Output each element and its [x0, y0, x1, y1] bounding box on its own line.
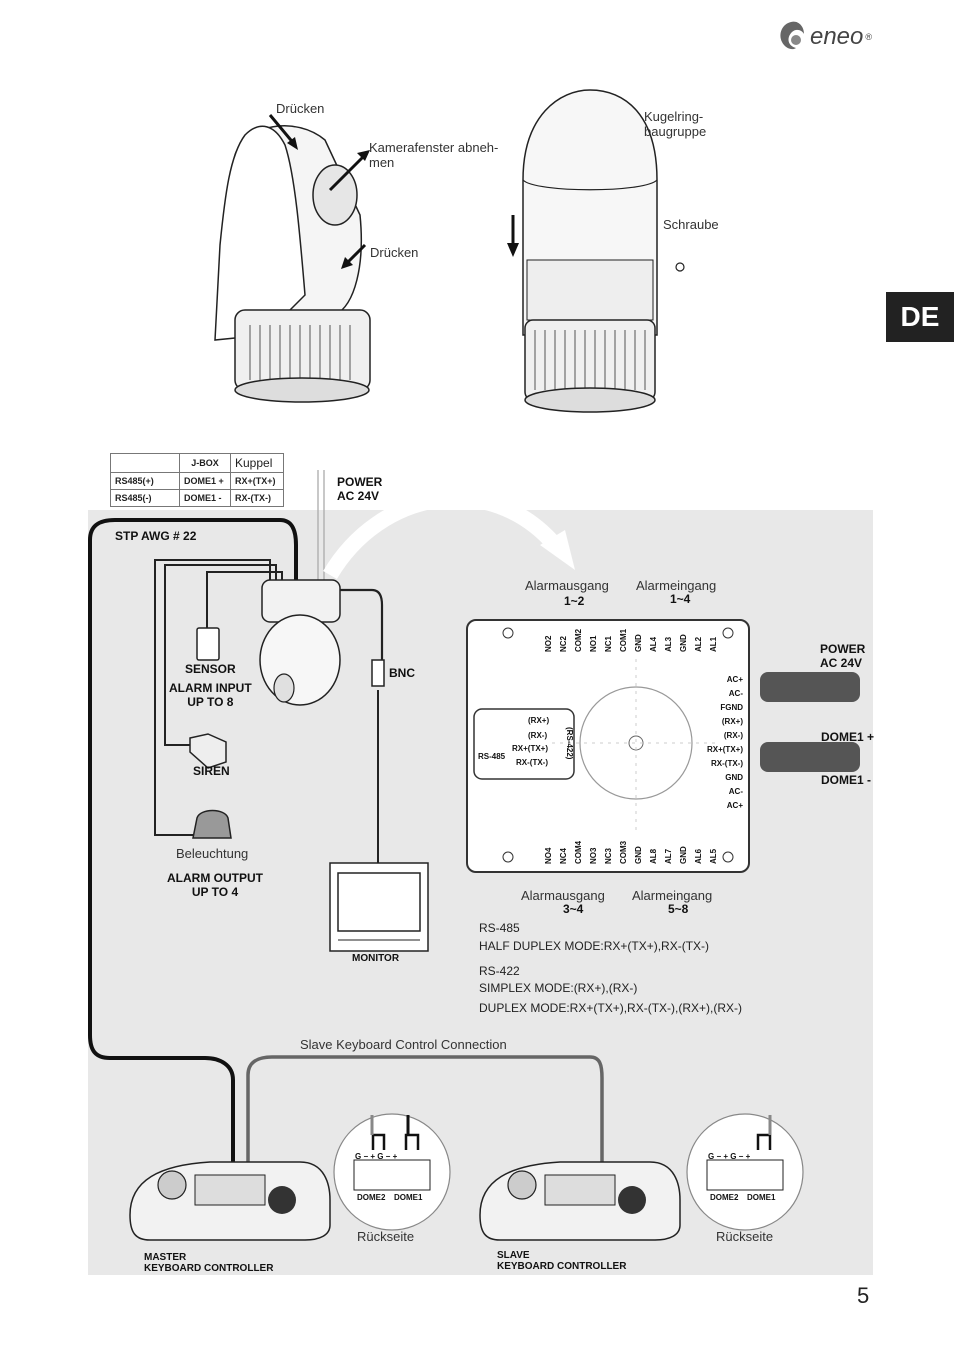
note-rs485-title: RS-485 — [479, 921, 520, 935]
label-slave-keyboard: SLAVE KEYBOARD CONTROLLER — [497, 1250, 627, 1272]
brand-trademark: ® — [865, 32, 872, 42]
rs-box-rs422: (RS-422) — [565, 727, 574, 760]
pin-label: AL4 — [649, 636, 658, 652]
label-alarm-in-bottom-range: 5~8 — [668, 902, 689, 916]
label-alarm-in-top-range: 1~4 — [670, 592, 691, 606]
table-row: RS485(-) DOME1 - RX-(TX-) — [110, 489, 284, 507]
brand-name: eneo — [809, 23, 864, 50]
pin-label: AC+ — [726, 675, 743, 684]
note-rs422-simplex: SIMPLEX MODE:(RX+),(RX-) — [479, 981, 638, 995]
label-slave-connection: Slave Keyboard Control Connection — [300, 1037, 507, 1052]
eneo-logo-icon — [780, 21, 804, 50]
label-power-panel: POWER AC 24V — [820, 642, 866, 670]
pin-label: NC4 — [559, 847, 568, 864]
label-master-keyboard: MASTER KEYBOARD CONTROLLER — [144, 1252, 274, 1274]
rear-left-dome2: DOME2 — [357, 1193, 386, 1202]
label-screw: Schraube — [663, 217, 719, 232]
pin-label: AL7 — [664, 848, 673, 864]
pin-label: NO4 — [544, 847, 553, 864]
pin-label: AC- — [728, 689, 743, 698]
label-monitor: MONITOR — [352, 953, 400, 964]
table-cell: RX-(TX-) — [230, 489, 284, 507]
label-alarm-out-top-range: 1~2 — [564, 594, 585, 608]
pin-label: COM3 — [619, 840, 628, 864]
note-rs422-duplex: DUPLEX MODE:RX+(TX+),RX-(TX-),(RX+),(RX-… — [479, 1001, 743, 1015]
note-rs422-title: RS-422 — [479, 964, 520, 978]
label-alarm-out-top: Alarmausgang — [525, 578, 609, 593]
rs-box-pin: RX+(TX+) — [512, 744, 549, 753]
pin-label: AL2 — [694, 636, 703, 652]
pin-label: AL6 — [694, 848, 703, 864]
rear-right-dome1: DOME1 — [747, 1193, 776, 1202]
pin-label: GND — [634, 634, 643, 652]
dome-assembly-illustration — [507, 89, 685, 413]
dome-window-removal-illustration — [214, 114, 371, 403]
terminal-board-graphics — [473, 627, 734, 863]
note-rs485-mode: HALF DUPLEX MODE:RX+(TX+),RX-(TX-) — [479, 939, 710, 953]
pin-label: GND — [634, 846, 643, 864]
table-cell: Kuppel — [230, 453, 284, 473]
pin-label: NO3 — [589, 847, 598, 864]
label-remove-window: Kamerafenster abneh- men — [369, 140, 499, 170]
pin-label: NO2 — [544, 635, 553, 652]
label-light: Beleuchtung — [176, 846, 249, 861]
label-rear-right: Rückseite — [716, 1229, 774, 1244]
label-alarm-in-bottom: Alarmeingang — [632, 888, 713, 903]
pin-label: AL1 — [709, 636, 718, 652]
label-cable-type: STP AWG # 22 — [115, 529, 197, 543]
brand-logo: eneo® — [774, 20, 872, 54]
pin-label: NC1 — [604, 635, 613, 652]
pin-label: AC+ — [726, 801, 743, 810]
label-press-bottom: Drücken — [370, 245, 419, 260]
pin-label: GND — [679, 846, 688, 864]
terminal-board — [466, 619, 750, 873]
rear-right-dome2: DOME2 — [710, 1193, 739, 1202]
label-dome-minus: DOME1 - — [821, 773, 872, 787]
language-tab: DE — [886, 292, 954, 342]
label-siren: SIREN — [193, 764, 230, 778]
rs-box-pin: RX-(TX-) — [516, 758, 548, 767]
label-alarm-out-bottom-range: 3~4 — [563, 902, 584, 916]
pin-label: GND — [679, 634, 688, 652]
pin-label: NC3 — [604, 847, 613, 864]
label-alarm-in-top: Alarmeingang — [636, 578, 717, 593]
label-alarm-output: ALARM OUTPUT UP TO 4 — [167, 871, 263, 899]
rs-box-pin: (RX+) — [528, 716, 550, 725]
pin-label: FGND — [720, 703, 743, 712]
label-rear-left: Rückseite — [357, 1229, 415, 1244]
rear-right-signs: G − + G − + — [708, 1152, 751, 1161]
pin-label: RX-(TX-) — [711, 759, 743, 768]
rs-box-rs485: RS-485 — [478, 752, 506, 761]
pin-label: RX+(TX+) — [706, 745, 743, 754]
label-alarm-out-bottom: Alarmausgang — [521, 888, 605, 903]
jbox-table: J-BOX Kuppel RS485(+) DOME1 + RX+(TX+) R… — [110, 453, 284, 507]
label-press-top: Drücken — [276, 101, 325, 116]
pin-label: COM1 — [619, 628, 628, 652]
rear-left-signs: G − + G − + — [355, 1152, 398, 1161]
table-cell: DOME1 - — [179, 489, 231, 507]
label-power-camera: POWER AC 24V — [337, 475, 383, 503]
pin-label: (RX+) — [721, 717, 743, 726]
label-dome-plus: DOME1 + — [821, 730, 875, 744]
label-ring-assembly: Kugelring- baugruppe — [644, 109, 707, 139]
label-alarm-input: ALARM INPUT UP TO 8 — [169, 681, 252, 709]
rs-box-pin: (RX-) — [528, 731, 548, 740]
pin-label: AL3 — [664, 636, 673, 652]
pin-label: AC- — [728, 787, 743, 796]
pin-label: NO1 — [589, 635, 598, 652]
pin-label: (RX-) — [723, 731, 743, 740]
pin-label: COM2 — [574, 628, 583, 652]
rear-left-dome1: DOME1 — [394, 1193, 423, 1202]
pin-label: GND — [725, 773, 743, 782]
pin-label: AL8 — [649, 848, 658, 864]
pin-label: AL5 — [709, 848, 718, 864]
page-number: 5 — [857, 1283, 870, 1308]
label-sensor: SENSOR — [185, 662, 236, 676]
label-bnc: BNC — [389, 666, 415, 680]
pin-label: COM4 — [574, 840, 583, 864]
pin-label: NC2 — [559, 635, 568, 652]
